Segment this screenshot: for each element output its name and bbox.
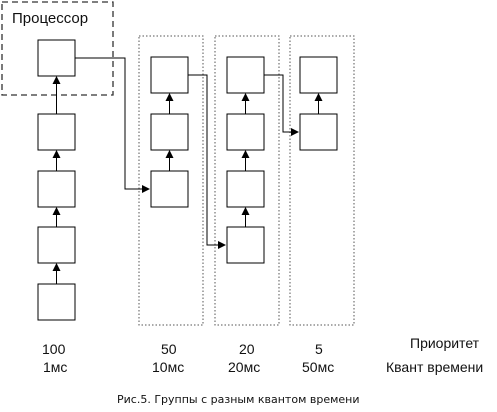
priority-value-group-4: 5	[315, 341, 323, 357]
process-box	[150, 170, 189, 208]
process-box	[226, 56, 265, 94]
group-frame-50	[138, 35, 204, 326]
quantum-value-group-4: 50мс	[302, 359, 335, 375]
group-frame-20	[214, 35, 280, 326]
group-5-queue	[299, 56, 338, 151]
quantum-value-group-3: 20мс	[228, 359, 261, 375]
process-box	[226, 170, 265, 208]
process-box	[37, 170, 76, 208]
process-box	[226, 226, 265, 264]
priority-row-label: Приоритет	[410, 335, 480, 351]
figure-caption: Рис.5. Группы с разным квантом времени	[117, 393, 360, 406]
process-box	[37, 283, 76, 321]
process-box	[37, 113, 76, 151]
priority-value-group-3: 20	[239, 341, 255, 357]
group-50-queue	[150, 56, 189, 208]
group-frame-5	[289, 35, 355, 326]
link-20-to-5	[264, 74, 299, 136]
process-box	[299, 56, 338, 94]
process-box	[37, 226, 76, 264]
quantum-value-group-1: 1мс	[43, 359, 68, 375]
process-box	[37, 39, 76, 77]
process-box	[299, 113, 338, 151]
group-100-queue	[37, 39, 76, 321]
link-50-to-20	[188, 74, 226, 249]
process-box	[150, 113, 189, 151]
priority-value-group-2: 50	[161, 341, 177, 357]
processor-label: Процессор	[12, 10, 89, 27]
process-box	[226, 113, 265, 151]
quantum-value-group-2: 10мс	[152, 359, 185, 375]
priority-value-group-1: 100	[42, 341, 66, 357]
link-100-to-50	[75, 57, 150, 193]
group-20-queue	[226, 56, 265, 264]
quantum-row-label: Квант времени	[386, 359, 484, 375]
process-box	[150, 56, 189, 94]
processor-frame	[1, 1, 114, 96]
